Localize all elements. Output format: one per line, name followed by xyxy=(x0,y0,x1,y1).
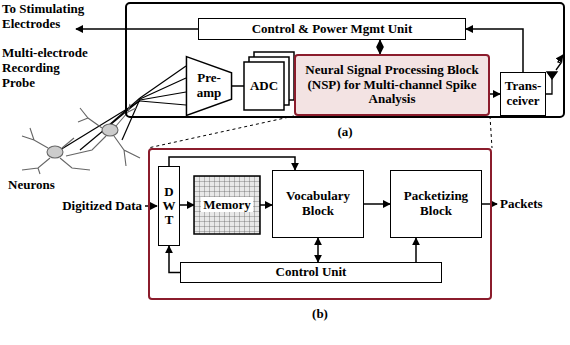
node-label: Vocabulary Block xyxy=(276,189,360,219)
adc-box: ADC xyxy=(244,62,284,110)
connector-arrow xyxy=(232,85,244,87)
input-arrow xyxy=(145,205,157,207)
connector-arrow xyxy=(180,204,194,206)
probe-wires xyxy=(60,66,186,150)
node-label: Packetizing Block xyxy=(394,189,478,219)
connector-arrow xyxy=(260,204,272,206)
connector-arrow xyxy=(317,238,319,262)
node-label: Trans-ceiver xyxy=(504,79,542,109)
zoom-line xyxy=(148,116,492,148)
neuron-drawing xyxy=(22,104,140,174)
packetizing-box: Packetizing Block xyxy=(390,170,482,238)
connector-arrow xyxy=(490,93,500,95)
node-label: Memory xyxy=(201,197,253,212)
nsp-detail-box: (b) DWT Memory Vocabulary Block Packetizing … xyxy=(148,148,492,328)
control-unit-box: Control Unit xyxy=(180,262,442,283)
input-label: Digitized Data xyxy=(62,199,142,214)
node-label: ADC xyxy=(247,79,281,94)
system-box: (a) Control & Power Mgmt UnitPre-amp ADC Ne… xyxy=(125,2,565,144)
connector-arrow xyxy=(379,40,381,54)
antenna-symbol xyxy=(546,55,563,94)
node-label: Control Unit xyxy=(184,265,438,280)
figure-caption: (a) xyxy=(125,124,565,140)
label-holder: Memory xyxy=(197,198,257,213)
output-label: Packets xyxy=(500,197,543,212)
node-label: Neural Signal Processing Block (NSP) for… xyxy=(299,63,485,108)
connector-arrow xyxy=(364,203,390,205)
neurons-label: Neurons xyxy=(8,178,55,193)
node-label: Control & Power Mgmt Unit xyxy=(202,22,462,37)
node-label: Pre-amp xyxy=(189,71,229,101)
transceiver-box: Trans-ceiver xyxy=(500,72,546,116)
connector-arrow xyxy=(415,238,417,262)
probe-label: Multi-electrode Recording Probe xyxy=(2,46,95,91)
dwt-box: DWT xyxy=(158,166,180,246)
stim-wire xyxy=(76,28,198,30)
control-power-box: Control & Power Mgmt Unit xyxy=(198,18,466,40)
connector-arrow xyxy=(169,157,295,170)
stim-label: To Stimulating Electrodes xyxy=(2,2,137,32)
nsp-block: Neural Signal Processing Block (NSP) for… xyxy=(294,54,490,116)
preamp-trapezoid: Pre-amp xyxy=(186,56,232,116)
node-label: DWT xyxy=(163,185,176,228)
output-arrow xyxy=(482,203,497,205)
vocabulary-box: Vocabulary Block xyxy=(272,170,364,238)
connector-arrow xyxy=(169,246,180,273)
memory-box: Memory xyxy=(194,176,260,234)
figure-caption: (b) xyxy=(148,306,492,322)
